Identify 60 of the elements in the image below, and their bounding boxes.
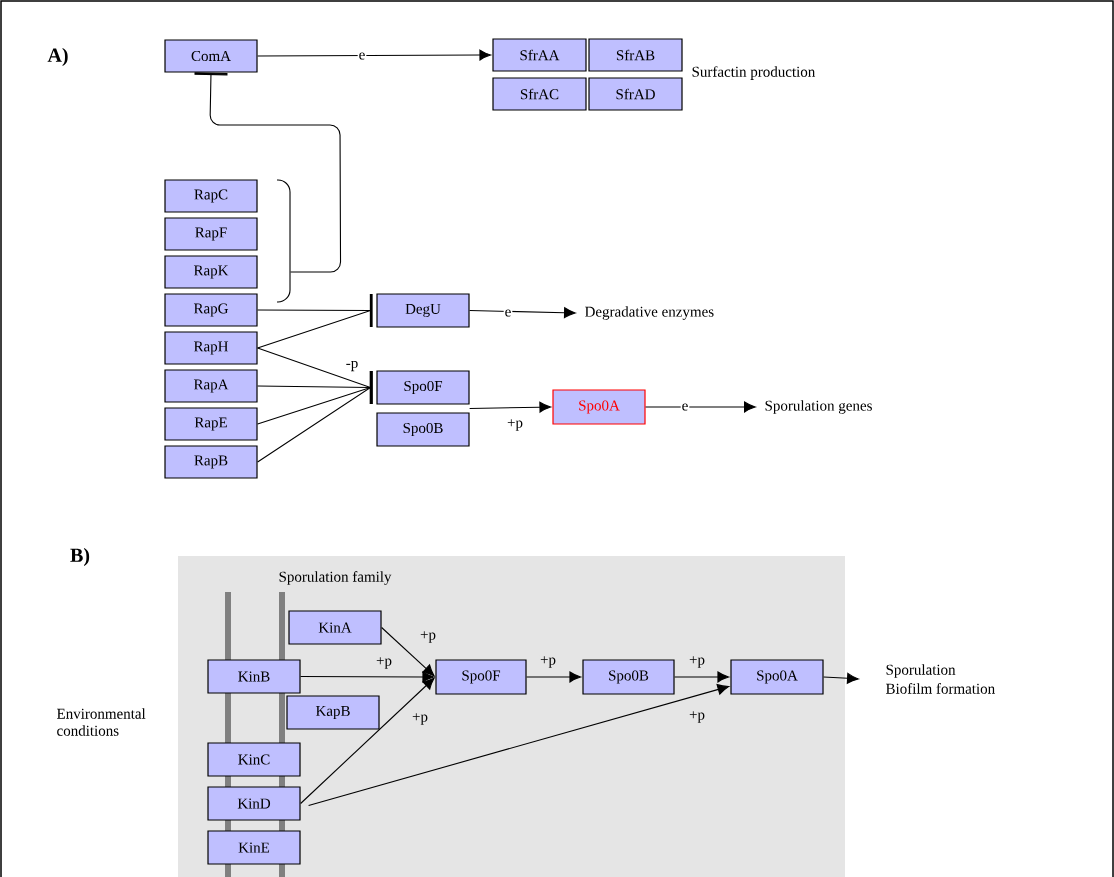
panel-letter: A) bbox=[47, 47, 68, 67]
arrow bbox=[381, 626, 435, 677]
gene-box: Spo0B bbox=[582, 659, 675, 695]
arrow bbox=[257, 49, 492, 61]
arrow bbox=[300, 677, 435, 805]
gene-box: RapB bbox=[164, 445, 258, 479]
gene-box: ComA bbox=[164, 39, 258, 73]
edge-label: +p bbox=[688, 655, 706, 669]
side-note: Environmental conditions bbox=[57, 708, 146, 736]
bracket bbox=[276, 179, 291, 303]
arrow bbox=[823, 672, 859, 684]
arrow bbox=[674, 671, 730, 683]
gene-box: KinA bbox=[288, 610, 382, 645]
edge-label: e bbox=[357, 51, 367, 61]
arrow bbox=[308, 684, 730, 807]
group-heading: Sporulation family bbox=[279, 571, 392, 585]
gene-box: RapK bbox=[164, 255, 258, 289]
gene-box: RapC bbox=[164, 179, 258, 213]
gene-box: SfrAB bbox=[588, 38, 683, 72]
edge-label: +p bbox=[375, 656, 393, 670]
edge-label: +p bbox=[688, 710, 706, 724]
panel-letter: B) bbox=[70, 547, 90, 567]
gene-box: Spo0A bbox=[730, 659, 824, 695]
edge-label: +p bbox=[419, 630, 437, 644]
gene-box: Spo0F bbox=[435, 659, 527, 695]
gene-box: KapB bbox=[286, 695, 380, 730]
arrow bbox=[257, 294, 373, 349]
gene-box: SfrAD bbox=[588, 77, 683, 111]
gene-box: RapG bbox=[164, 293, 258, 327]
arrow bbox=[194, 72, 342, 273]
gene-box: KinE bbox=[207, 830, 301, 865]
gene-box: Spo0F bbox=[376, 370, 470, 405]
edge-label: +p bbox=[506, 418, 524, 432]
gene-box: RapH bbox=[164, 331, 258, 365]
gene-box: Spo0A bbox=[552, 389, 646, 425]
arrow bbox=[300, 671, 435, 683]
arrow bbox=[257, 371, 373, 463]
gene-box: DegU bbox=[376, 293, 470, 328]
edge-label: +p bbox=[411, 712, 429, 726]
outcome-text: Sporulation genes bbox=[765, 400, 872, 414]
gene-box: KinD bbox=[207, 786, 301, 821]
gene-box: SfrAC bbox=[492, 77, 587, 111]
outcome-text: Sporulation Biofilm formation bbox=[886, 664, 995, 694]
edge-label: +p bbox=[539, 655, 557, 669]
gene-box: KinB bbox=[207, 659, 301, 694]
gene-box: RapE bbox=[164, 407, 258, 441]
gene-box: KinC bbox=[207, 742, 301, 777]
edge-label: e bbox=[503, 308, 513, 318]
arrow bbox=[526, 671, 582, 683]
arrow bbox=[469, 401, 552, 413]
gene-box: RapA bbox=[164, 369, 258, 403]
arrow bbox=[645, 401, 756, 413]
outcome-text: Degradative enzymes bbox=[585, 306, 714, 320]
gene-box: Spo0B bbox=[376, 412, 470, 447]
edge-label: -p bbox=[344, 359, 360, 373]
gene-box: RapF bbox=[164, 217, 258, 251]
outcome-text: Surfactin production bbox=[692, 66, 816, 80]
edge-label: e bbox=[680, 402, 690, 412]
arrow bbox=[469, 307, 576, 319]
gene-box: SfrAA bbox=[492, 38, 587, 72]
